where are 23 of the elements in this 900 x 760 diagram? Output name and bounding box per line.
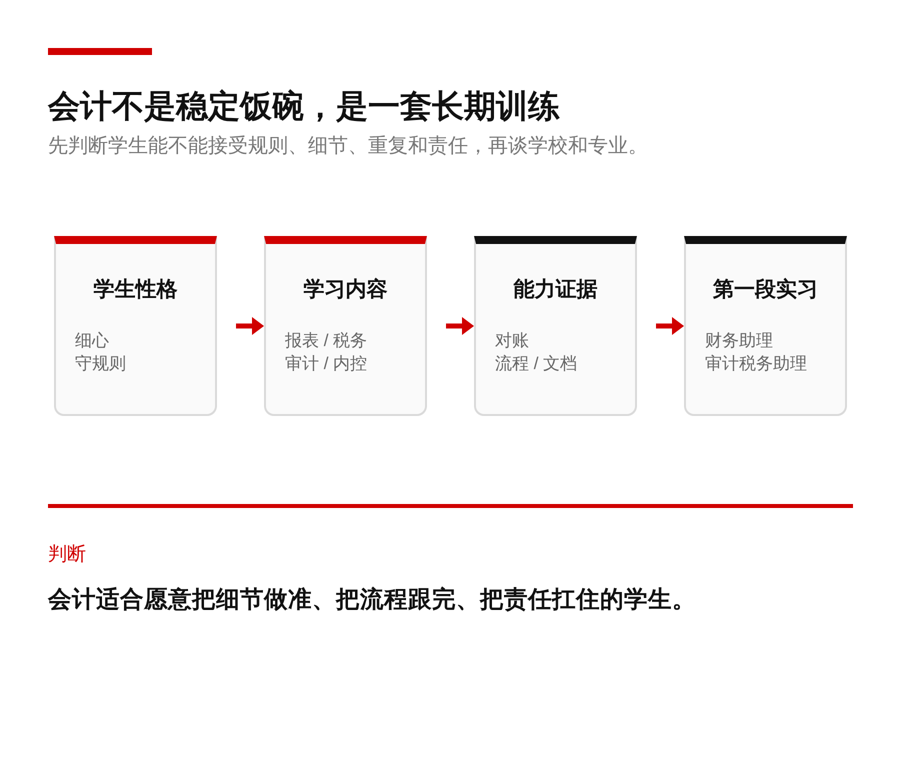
- arrow: [446, 317, 474, 335]
- card-text: 流程 / 文档: [495, 353, 578, 375]
- card-heading: 学生性格: [94, 277, 178, 303]
- card-text: 细心: [75, 330, 109, 352]
- card-heading: 第一段实习: [713, 276, 818, 303]
- arrow: [656, 317, 684, 335]
- section-label: 判断: [48, 543, 86, 567]
- card-text: 报表 / 税务: [285, 330, 368, 352]
- step-card: [264, 236, 427, 416]
- step-card: [684, 236, 847, 416]
- card-text: 审计税务助理: [705, 353, 807, 375]
- card-heading: 能力证据: [514, 277, 598, 303]
- card-heading: 学习内容: [304, 276, 388, 303]
- card-text: 守规则: [75, 353, 126, 375]
- card-text: 财务助理: [705, 330, 773, 352]
- conclusion-text: 会计适合愿意把细节做准、把流程跟完、把责任扛住的学生。: [48, 585, 696, 614]
- subtitle: 先判断学生能不能接受规则、细节、重复和责任，再谈学校和专业。: [48, 134, 648, 159]
- step-card: [474, 236, 637, 416]
- step-card: [54, 236, 217, 416]
- card-text: 审计 / 内控: [285, 353, 368, 375]
- arrow: [236, 317, 264, 335]
- title: 会计不是稳定饭碗，是一套长期训练: [48, 87, 560, 126]
- card-text: 对账: [495, 330, 529, 352]
